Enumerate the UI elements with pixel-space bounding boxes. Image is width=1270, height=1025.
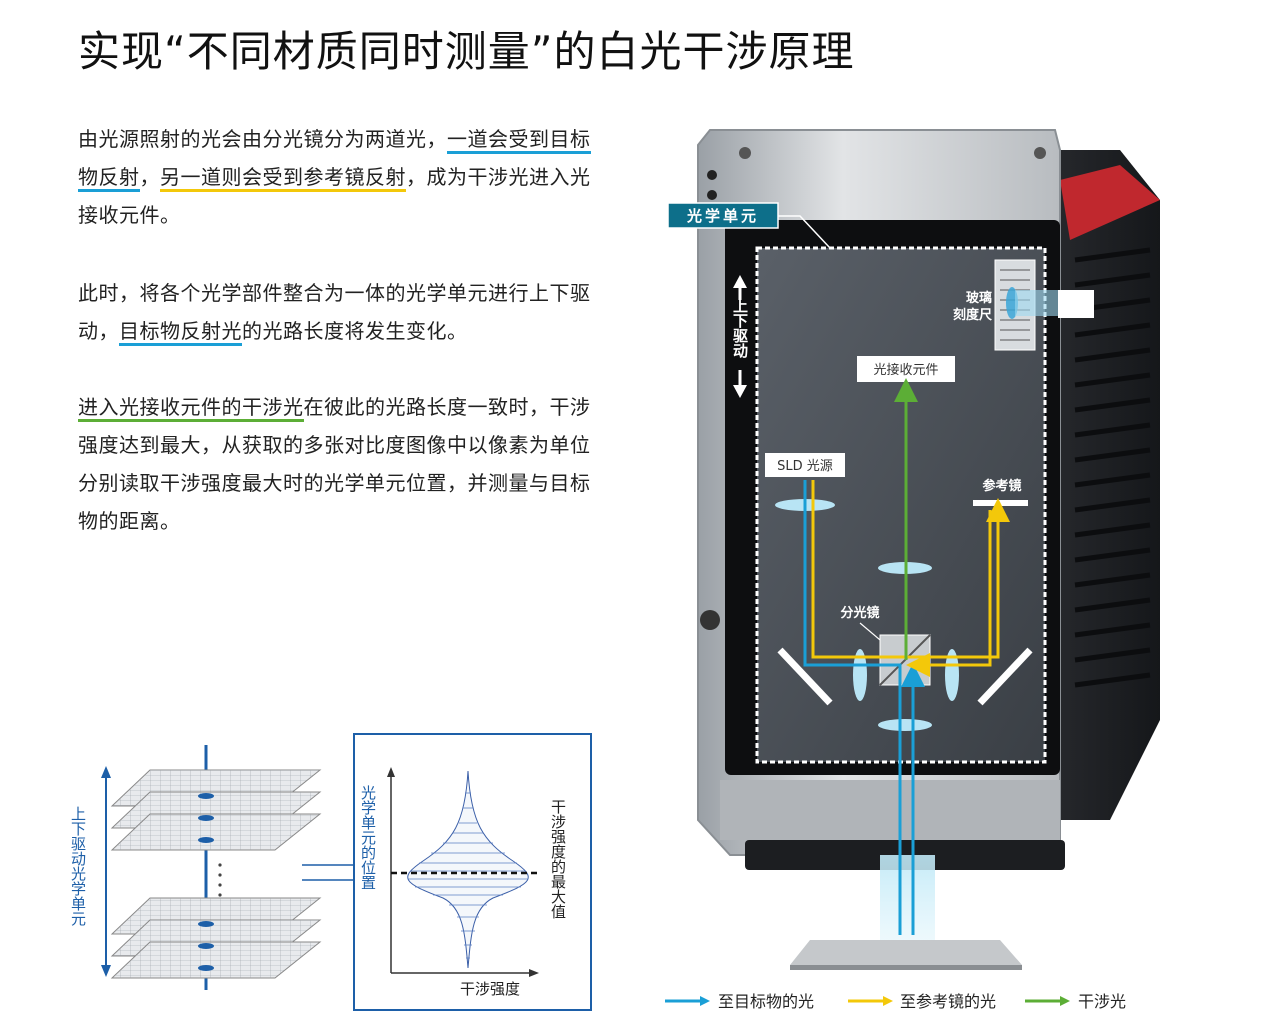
legend-green-arrow-icon	[1060, 996, 1070, 1006]
objective-lens-icon	[878, 719, 932, 731]
ellipsis-dot	[218, 883, 222, 887]
pixel-marker	[198, 815, 214, 821]
legend-to-target: 至目标物的光	[718, 992, 814, 1011]
legend-yellow-arrow-icon	[883, 996, 893, 1006]
reference-mirror	[973, 500, 1028, 506]
side-port-icon	[707, 190, 717, 200]
stack-axis-label: 上下驱动光学单元	[70, 806, 87, 927]
pixel-marker	[198, 965, 214, 971]
stack-axis-down-icon	[101, 965, 111, 977]
sld-label: SLD 光源	[777, 459, 833, 474]
receiver-label-box	[857, 356, 955, 382]
image-plate-top-3	[110, 813, 322, 851]
path-from-reference	[906, 510, 992, 677]
chart-y-arrow-icon	[387, 767, 395, 777]
scale-beam	[1015, 290, 1060, 316]
screw-icon	[1034, 147, 1046, 159]
reference-mirror-label: 参考镜	[982, 478, 1021, 494]
path-to-target	[803, 480, 902, 932]
chart-y-label: 光学单元的位置	[359, 785, 377, 890]
optical-unit-label-box	[667, 202, 779, 229]
legend-interference: 干涉光	[1078, 992, 1126, 1011]
down-arrow-icon	[733, 385, 747, 398]
pixel-marker	[198, 943, 214, 949]
pixel-marker	[198, 793, 214, 799]
intensity-chart: 光学单元的位置 干涉强度的最大值 干涉强度	[353, 733, 592, 1011]
pixel-marker	[198, 837, 214, 843]
p1-highlight-reference: 另一道则会受到参考镜反射	[160, 165, 406, 192]
optical-unit-label: 光学单元	[686, 207, 759, 225]
beam-splitter-label: 分光镜	[840, 605, 879, 621]
scale-sensor	[1058, 290, 1094, 318]
ellipsis-dot	[218, 893, 222, 897]
side-lens-left-icon	[853, 649, 867, 701]
p1-text-3: ，成为干涉光进入光接收元件。	[78, 165, 591, 227]
updown-label-bg	[728, 300, 752, 370]
stack-axis-up-icon	[101, 766, 111, 778]
p1-text-2: ，	[139, 165, 160, 189]
updown-label: 上下驱动	[731, 298, 749, 359]
image-stack-diagram: 上下驱动光学单元	[70, 745, 360, 990]
chart-max-label: 干涉强度的最大值	[549, 799, 567, 919]
page-title: 实现“不同材质同时测量”的白光干涉原理	[78, 27, 855, 76]
side-port-icon	[700, 610, 720, 630]
optical-unit-leader	[778, 215, 831, 249]
ellipsis-dot	[218, 863, 222, 867]
target-stage-edge	[790, 965, 1022, 970]
paragraph-1: 由光源照射的光会由分光镜分为两道光，一道会受到目标物反射，另一道则会受到参考镜反…	[78, 120, 608, 234]
side-lens-right-icon	[945, 649, 959, 701]
glass-scale-label-1: 玻璃	[966, 290, 992, 306]
legend-to-reference: 至参考镜的光	[900, 992, 996, 1011]
device-bottom-lip	[720, 780, 1060, 840]
ellipsis-dot	[218, 873, 222, 877]
right-mirror	[977, 647, 1033, 706]
legend: 至目标物的光 至参考镜的光 干涉光	[665, 992, 1126, 1011]
p1-text-1: 由光源照射的光会由分光镜分为两道光，	[78, 127, 447, 151]
device-diagram: 光学单元 上下驱动 玻璃 刻度尺 光接收元件 SLD 光源 参考镜 分光镜	[667, 129, 1160, 970]
receiver-label: 光接收元件	[873, 362, 938, 378]
image-plate-bottom-3	[110, 941, 322, 979]
p3-highlight: 进入光接收元件的干涉光	[78, 395, 304, 422]
up-arrow-icon	[733, 275, 747, 288]
chart-x-label: 干涉强度	[460, 980, 520, 998]
output-beam	[880, 855, 935, 945]
red-stripe	[1060, 165, 1160, 240]
vent-grille	[1074, 247, 1151, 688]
glass-scale-label-2: 刻度尺	[953, 307, 992, 323]
left-mirror	[777, 647, 833, 706]
paragraph-3: 进入光接收元件的干涉光在彼此的光路长度一致时，干涉强度达到最大，从获取的多张对比…	[78, 388, 608, 540]
target-stage	[790, 940, 1022, 965]
interference-fringes	[408, 792, 528, 959]
interference-envelope	[407, 770, 529, 969]
pixel-marker	[198, 921, 214, 927]
p2-text-1: 此时，将各个光学部件整合为一体的光学单元进行上下驱动，	[78, 281, 591, 343]
sld-label-box	[765, 453, 845, 477]
p2-text-2: 的光路长度将发生变化。	[242, 319, 468, 343]
p3-text-1: 在彼此的光路长度一致时，干涉强度达到最大，从获取的多张对比度图像中以像素为单位分…	[78, 395, 591, 533]
p1-highlight-target: 一道会受到目标物反射	[78, 127, 591, 192]
p2-highlight: 目标物反射光	[119, 319, 242, 346]
chart-x-arrow-icon	[529, 969, 539, 977]
screw-icon	[739, 147, 751, 159]
paragraph-2: 此时，将各个光学部件整合为一体的光学单元进行上下驱动，目标物反射光的光路长度将发…	[78, 274, 608, 350]
legend-blue-arrow-icon	[700, 996, 710, 1006]
side-port-icon	[707, 170, 717, 180]
